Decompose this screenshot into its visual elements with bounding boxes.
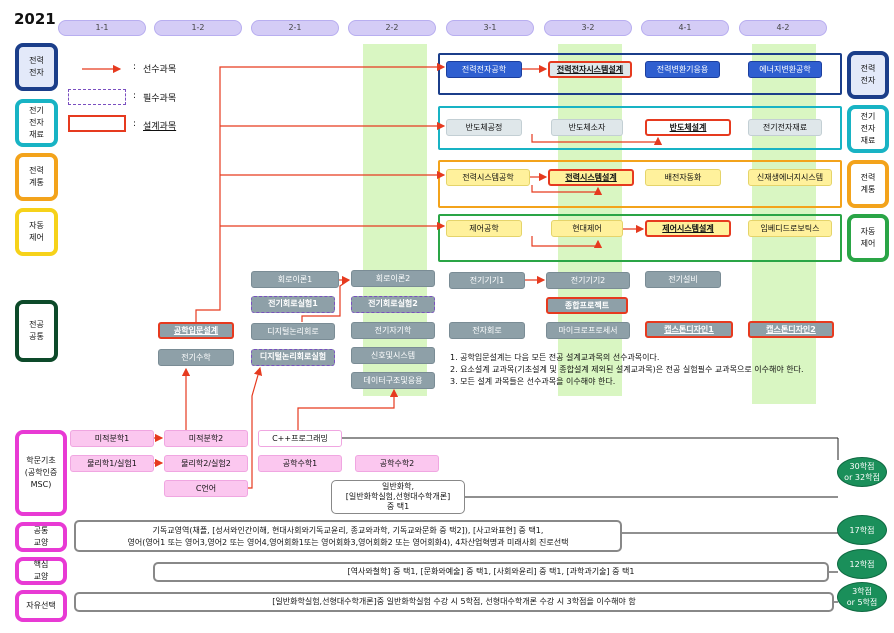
course-semi-2: 반도체소자: [551, 119, 623, 136]
course-electronic-circuit: 전자회로: [449, 322, 525, 339]
course-control-1: 전력시스템공학: [446, 169, 530, 186]
course-semi-1: 반도체공정: [446, 119, 522, 136]
course-data-structures: 데이터구조및응용: [351, 372, 435, 389]
track-control: 전력 계통: [15, 153, 58, 201]
semester-header-4-1: 4-1: [641, 20, 729, 36]
track-core-lib: 핵심 교양: [15, 557, 67, 585]
course-calculus-2: 미적분학2: [164, 430, 248, 447]
credit-basic: 30학점 or 32학점: [837, 457, 887, 487]
track-auto-right: 자동 제어: [847, 214, 889, 262]
course-intro-design: 공학입문설계: [158, 322, 234, 339]
course-machine-1: 전기기기1: [449, 272, 525, 289]
track-free: 자유선택: [15, 590, 67, 622]
track-liberal: 공통 교양: [15, 522, 67, 552]
course-physics-1: 물리학1/실험1: [70, 455, 154, 472]
note-2: 2. 요소설계 교과목(기초설계 및 종합설계 제외된 설계교과목)은 전공 실…: [450, 365, 804, 374]
arrow-control-row-2: [531, 185, 603, 196]
course-semi-3: 반도체설계: [645, 119, 731, 136]
free-elective-box: [일반화학실험,선형대수학개론]중 일반화학실험 수강 시 5학점, 선형대수학…: [74, 592, 834, 612]
credit-liberal: 17학점: [837, 515, 887, 545]
track-semi: 전기 전자 재료: [15, 99, 58, 147]
legend-design-label: 설계과목: [143, 122, 177, 132]
legend-required-colon: :: [133, 91, 137, 101]
course-machine-2: 전기기기2: [546, 272, 630, 289]
legend-required-swatch: [68, 89, 126, 105]
arrow-c-to-logic-lab: [248, 366, 263, 489]
semester-header-1-1: 1-1: [58, 20, 146, 36]
prereq-arrows: [82, 62, 663, 489]
course-auto-1: 제어공학: [446, 220, 522, 237]
course-control-4: 신재생에너지시스템: [748, 169, 832, 186]
course-auto-2: 현대제어: [551, 220, 623, 237]
course-power-3: 전력변환기응용: [645, 61, 720, 78]
course-elec-math: 전기수학: [158, 349, 234, 366]
semester-header-3-1: 3-1: [446, 20, 534, 36]
course-circuit-lab-2: 전기회로실험2: [351, 296, 435, 313]
semester-header-1-2: 1-2: [154, 20, 242, 36]
legend-prereq-colon: :: [133, 62, 137, 72]
course-cpp: C++프로그래밍: [258, 430, 342, 447]
course-auto-3: 제어시스템설계: [645, 220, 731, 237]
course-power-1: 전력전자공학: [446, 61, 522, 78]
arrow-cpp-to-ds: [297, 388, 399, 430]
course-auto-4: 임베디드로보틱스: [748, 220, 832, 237]
legend-prereq-label: 선수과목: [143, 65, 177, 75]
row-frame-control: [438, 160, 842, 208]
legend-design-colon: :: [133, 119, 137, 129]
note-3: 3. 모든 설계 과목들은 선수과목을 이수해야 한다.: [450, 377, 616, 386]
course-c-language: C언어: [164, 480, 248, 497]
course-capstone-project: 종합프로젝트: [546, 297, 628, 314]
course-digital-logic-lab: 디지털논리회로실험: [251, 349, 335, 366]
track-control-right: 전력 계통: [847, 160, 889, 208]
course-circuit-1: 회로이론1: [251, 271, 339, 288]
track-power: 전력 전자: [15, 43, 58, 91]
track-basic: 학문기초 (공학인증 MSC): [15, 430, 67, 516]
arrow-intro-power: [195, 62, 446, 322]
course-power-2: 전력전자시스템설계: [548, 61, 632, 78]
course-digital-logic: 디지털논리회로: [251, 323, 335, 340]
credit-core-lib: 12학점: [837, 549, 887, 579]
course-facility: 전기설비: [645, 271, 721, 288]
course-calculus-1: 미적분학1: [70, 430, 154, 447]
semester-header-2-1: 2-1: [251, 20, 339, 36]
course-circuit-lab-1: 전기회로실험1: [251, 296, 335, 313]
course-power-4: 에너지변환공학: [748, 61, 822, 78]
course-signals-systems: 신호및시스템: [351, 347, 435, 364]
semester-header-2-2: 2-2: [348, 20, 436, 36]
course-capstone-2: 캡스톤디자인2: [748, 321, 834, 338]
row-frame-auto: [438, 214, 842, 262]
course-electromagnetics: 전기자기학: [351, 322, 435, 339]
credit-lines: [342, 437, 839, 603]
track-semi-right: 전기 전자 재료: [847, 105, 889, 153]
course-chemistry: 일반화학, [일반화학실험,선형대수학개론] 중 택1: [331, 480, 465, 514]
arrow-semi-row: [531, 134, 663, 146]
semester-header-3-2: 3-2: [544, 20, 632, 36]
course-eng-math-1: 공학수학1: [258, 455, 342, 472]
liberal-box: 기독교영역(채플, [성서와인간이해, 현대사회와기독교윤리, 종교와과학, 기…: [74, 520, 622, 552]
arrow-circuit-lab: [301, 279, 350, 322]
note-1: 1. 공학입문설계는 다음 모든 전공 설계교과목의 선수과목이다.: [450, 353, 660, 362]
year-label: 2021: [14, 10, 56, 28]
credit-free: 3학점 or 5학점: [837, 582, 887, 612]
course-circuit-2: 회로이론2: [351, 270, 435, 287]
course-capstone-1: 캡스톤디자인1: [645, 321, 733, 338]
row-frame-power: [438, 53, 842, 95]
course-microprocessor: 마이크로프로세서: [546, 322, 630, 339]
course-semi-4: 전기전자재료: [748, 119, 822, 136]
legend-design-swatch: [68, 115, 126, 132]
course-eng-math-2: 공학수학2: [355, 455, 439, 472]
track-auto: 자동 제어: [15, 208, 58, 256]
arrow-auto-row-1: [531, 236, 603, 249]
track-core: 전공 공통: [15, 300, 58, 362]
semester-header-4-2: 4-2: [739, 20, 827, 36]
course-control-2: 전력시스템설계: [548, 169, 634, 186]
course-physics-2: 물리학2/실험2: [164, 455, 248, 472]
track-power-right: 전력 전자: [847, 51, 889, 99]
legend-required-label: 필수과목: [143, 94, 177, 104]
core-lib-box: [역사와철학] 중 택1, [문화와예술] 중 택1, [사회와윤리] 중 택1…: [153, 562, 829, 582]
course-control-3: 배전자동화: [645, 169, 721, 186]
